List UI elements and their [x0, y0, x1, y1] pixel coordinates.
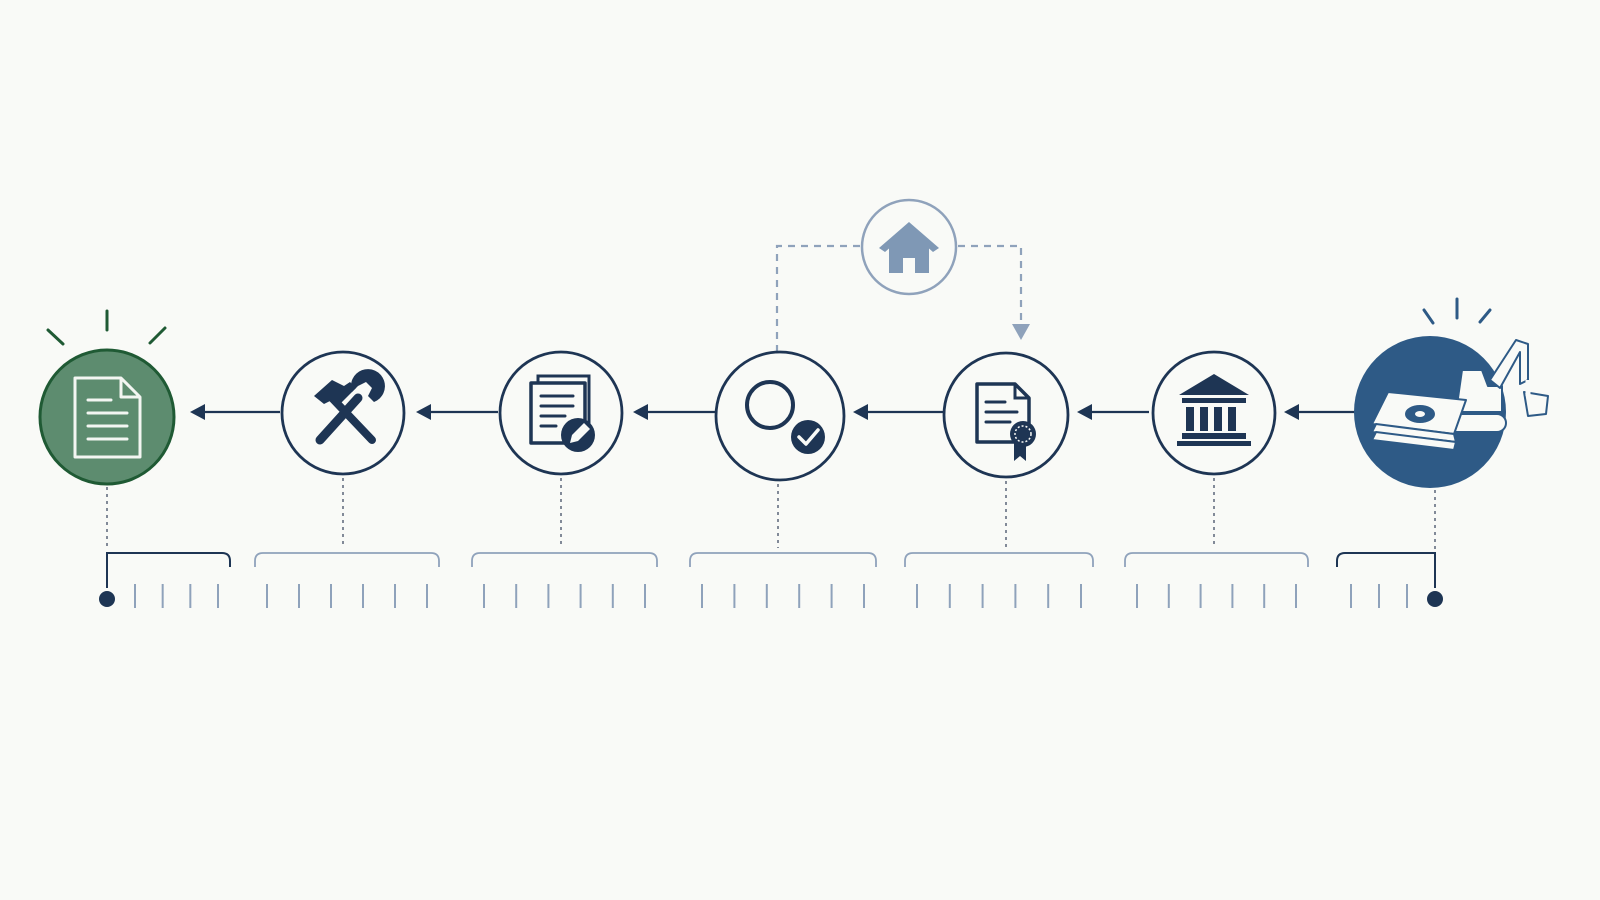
timeline-bracket-construction [254, 552, 440, 567]
document-icon [73, 376, 142, 459]
stage-institution [1151, 350, 1277, 476]
highlight-rays [1422, 297, 1492, 325]
stage-certificate [942, 351, 1070, 479]
certificate-document-icon [975, 382, 1036, 461]
flow-arrow [190, 404, 280, 420]
hammer-wrench-icon [314, 369, 385, 445]
flow-arrow [853, 404, 944, 420]
stage-approval [714, 350, 846, 482]
stage-forms [498, 350, 624, 476]
flow-arrow [416, 404, 498, 420]
stage-construction [280, 350, 406, 476]
timeline-bracket-institution [1124, 552, 1309, 567]
house-icon [879, 222, 939, 273]
timeline-end-dot [1427, 591, 1443, 607]
document-edit-icon [529, 374, 595, 452]
flow-arrow [633, 404, 715, 420]
house-node [860, 198, 958, 296]
flow-arrow [1077, 404, 1149, 420]
timeline-bracket-funding [1336, 552, 1436, 588]
branch-connector [775, 244, 1023, 352]
bank-building-icon [1177, 374, 1251, 446]
timeline-bracket-approval [689, 552, 877, 567]
branch-arrowhead [1012, 324, 1030, 340]
approval-check-icon [745, 380, 825, 454]
flow-arrow [1284, 404, 1357, 420]
money-excavator-icon [1371, 339, 1549, 451]
stage-final-document [38, 309, 176, 486]
drop-lines [106, 478, 1436, 550]
timeline-bracket-final-document [106, 552, 231, 588]
flow-arrows [190, 404, 1357, 420]
timeline-bracket-certificate [904, 552, 1094, 567]
stage-funding [1354, 297, 1549, 488]
timeline-bracket-forms [471, 552, 658, 567]
timeline [99, 552, 1443, 608]
highlight-rays [46, 309, 167, 346]
timeline-start-dot [99, 591, 115, 607]
